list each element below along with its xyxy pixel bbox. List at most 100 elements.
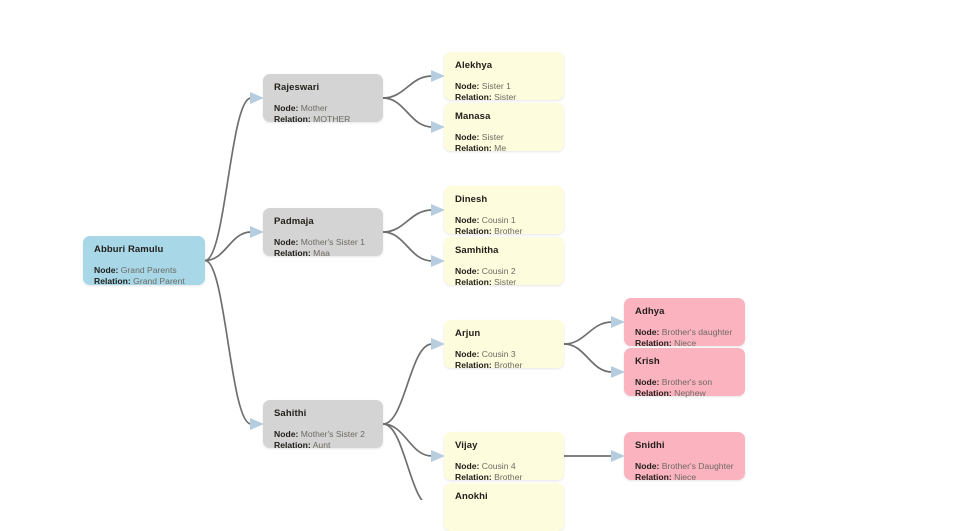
edge-arjun-to-adhya — [563, 321, 613, 345]
node-field-relation-value: Grand Parent — [133, 276, 185, 286]
edge-rajeswari-to-alekhya — [382, 75, 433, 99]
arrow-head-icon — [611, 316, 625, 328]
node-field-node-value: Cousin 4 — [481, 461, 516, 471]
node-field-node-label: Node: — [274, 237, 299, 247]
edge-padmaja-to-samhitha — [382, 231, 433, 262]
node-field-relation: Relation: Niece — [635, 338, 735, 349]
node-field-node: Node: Cousin 3 — [455, 349, 554, 360]
node-field-node-label: Node: — [94, 265, 119, 275]
node-field-relation-label: Relation: — [455, 226, 492, 236]
edge-abburi-ramulu-to-rajeswari — [204, 97, 252, 262]
node-anokhi[interactable]: Anokhi — [444, 483, 564, 531]
node-field-node-value: Sister 1 — [481, 81, 511, 91]
node-field-relation-value: Brother — [494, 360, 523, 370]
arrow-head-icon — [250, 92, 264, 104]
arrow-head-icon — [250, 418, 264, 430]
node-field-relation: Relation: Me — [455, 143, 554, 154]
node-field-node-value: Mother's Sister 2 — [300, 429, 365, 439]
node-field-node-label: Node: — [274, 103, 299, 113]
node-field-relation-value: Niece — [674, 472, 697, 482]
node-field-node: Node: Brother's daughter — [635, 327, 735, 338]
node-field-node-value: Cousin 1 — [481, 215, 516, 225]
node-field-node-label: Node: — [635, 377, 660, 387]
node-field-relation: Relation: Nephew — [635, 388, 735, 399]
node-field-node-value: Mother — [300, 103, 328, 113]
node-field-relation-label: Relation: — [635, 388, 672, 398]
node-field-relation-value: Niece — [674, 338, 697, 348]
node-field-relation: Relation: Brother — [455, 226, 554, 237]
node-title: Krish — [635, 356, 660, 367]
node-field-relation: Relation: Niece — [635, 472, 735, 483]
edge-sahithi-to-arjun — [382, 343, 433, 425]
node-field-node-label: Node: — [455, 461, 480, 471]
edge-sahithi-to-vijay — [382, 423, 433, 457]
node-field-node-label: Node: — [455, 81, 480, 91]
node-field-node-label: Node: — [635, 461, 660, 471]
edge-sahithi-to-anokhi — [382, 423, 423, 500]
node-field-node: Node: Grand Parents — [94, 265, 195, 276]
node-field-relation-label: Relation: — [274, 248, 311, 258]
node-field-node-value: Grand Parents — [120, 265, 177, 275]
node-title: Vijay — [455, 440, 478, 451]
node-field-relation-value: Brother — [494, 226, 523, 236]
node-field-relation-value: MOTHER — [313, 114, 351, 124]
node-field-relation-label: Relation: — [455, 472, 492, 482]
node-field-relation: Relation: Maa — [274, 248, 373, 259]
node-field-relation: Relation: Brother — [455, 472, 554, 483]
node-field-relation: Relation: Brother — [455, 360, 554, 371]
node-field-node: Node: Cousin 4 — [455, 461, 554, 472]
node-field-node: Node: Cousin 2 — [455, 266, 554, 277]
edge-padmaja-to-dinesh — [382, 209, 433, 233]
arrow-head-icon — [431, 204, 445, 216]
node-field-relation: Relation: Sister — [455, 277, 554, 288]
arrow-head-icon — [431, 255, 445, 267]
node-field-relation: Relation: Grand Parent — [94, 276, 195, 287]
edge-arjun-to-krish — [563, 343, 613, 373]
node-field-relation-label: Relation: — [635, 338, 672, 348]
arrow-head-icon — [431, 121, 445, 133]
node-field-node-label: Node: — [455, 349, 480, 359]
node-field-relation-label: Relation: — [274, 440, 311, 450]
arrow-head-icon — [611, 366, 625, 378]
node-field-node: Node: Mother's Sister 2 — [274, 429, 373, 440]
node-field-relation-label: Relation: — [455, 92, 492, 102]
edge-abburi-ramulu-to-sahithi — [204, 259, 252, 425]
node-field-node-value: Brother's daughter — [661, 327, 733, 337]
node-title: Padmaja — [274, 216, 314, 227]
node-title: Alekhya — [455, 60, 493, 71]
node-field-node: Node: Brother's Daughter — [635, 461, 735, 472]
node-field-relation-value: Nephew — [674, 388, 706, 398]
node-field-relation-label: Relation: — [455, 143, 492, 153]
node-title: Samhitha — [455, 245, 499, 256]
node-title: Manasa — [455, 111, 491, 122]
node-field-node-value: Sister — [481, 132, 504, 142]
node-field-node-value: Brother's Daughter — [661, 461, 734, 471]
node-field-node-label: Node: — [274, 429, 299, 439]
node-title: Abburi Ramulu — [94, 244, 164, 255]
node-field-relation: Relation: Sister — [455, 92, 554, 103]
node-field-node: Node: Cousin 1 — [455, 215, 554, 226]
node-field-node-label: Node: — [455, 132, 480, 142]
node-field-node-value: Cousin 2 — [481, 266, 516, 276]
node-title: Adhya — [635, 306, 665, 317]
node-field-relation-value: Me — [494, 143, 507, 153]
node-field-node-label: Node: — [455, 266, 480, 276]
arrow-head-icon — [250, 226, 264, 238]
node-field-node: Node: Mother's Sister 1 — [274, 237, 373, 248]
node-field-node-label: Node: — [455, 215, 480, 225]
arrow-head-icon — [431, 338, 445, 350]
